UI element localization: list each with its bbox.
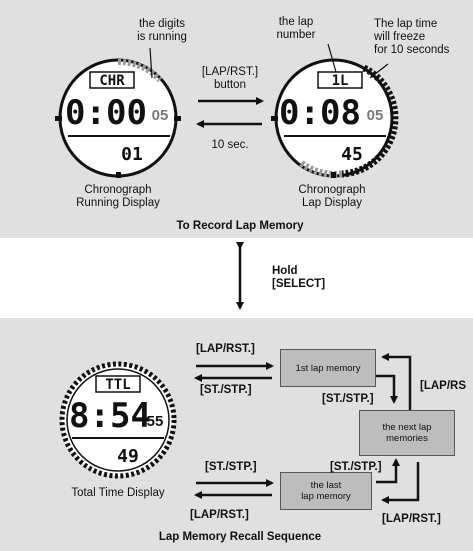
arrow-next-to-first (381, 353, 412, 420)
caption-running-display: Chronograph Running Display (76, 184, 160, 209)
note-lap-number: the lap number (276, 16, 316, 41)
label-lap-rst-right: [LAP/RS (420, 380, 466, 392)
section-title-record: To Record Lap Memory (176, 220, 304, 232)
arrow-first-to-next (376, 374, 398, 404)
watch-running-main: 0:00 (65, 93, 147, 133)
note-lap-freeze: The lap time will freeze for 10 seconds (374, 18, 450, 56)
box-first-lap-memory: 1st lap memory (280, 349, 376, 387)
watch-lap-mode: 1L (332, 73, 349, 89)
caption-lap-display: Chronograph Lap Display (298, 184, 366, 209)
watch-total-sub: 55 (147, 413, 164, 430)
leader-lap-number (327, 43, 337, 73)
arrow-next-to-last (381, 462, 420, 504)
watch-total-main: 8:54 (69, 396, 151, 436)
label-st-stp-top: [ST./STP.] (200, 384, 252, 396)
label-st-stp-bottom-left: [ST./STP.] (205, 461, 257, 473)
watch-lap-bottom: 45 (341, 144, 363, 165)
watch-lap: 1L 0:08 05 45 (271, 58, 399, 178)
button-label-lap-rst: [LAP/RST.] button (201, 66, 259, 91)
hold-select-label: Hold [SELECT] (272, 265, 326, 290)
box-next-lap-memories: the next lap memories (359, 410, 455, 456)
label-st-stp-first-next: [ST./STP.] (322, 393, 374, 405)
arrow-last-to-next (376, 458, 400, 484)
watch-running-mode: CHR (99, 73, 125, 89)
caption-total-time-display: Total Time Display (71, 487, 165, 499)
watch-lap-sub: 05 (367, 107, 384, 124)
leader-running (149, 47, 153, 79)
watch-total-bottom: 49 (117, 446, 139, 467)
watch-total: TTL 8:54 55 49 (59, 361, 177, 479)
label-st-stp-next-last: [ST./STP.] (330, 461, 382, 473)
watch-running-sub: 05 (152, 107, 169, 124)
leader-freeze (369, 63, 389, 79)
label-lap-rst-bottom-right: [LAP/RST.] (382, 513, 441, 525)
label-lap-rst-top: [LAP/RST.] (196, 343, 255, 355)
note-digits-running: the digits is running (137, 18, 187, 43)
watch-lap-main: 0:08 (279, 93, 361, 133)
watch-running: CHR 0:00 05 01 (55, 58, 181, 178)
watch-running-bottom: 01 (121, 144, 143, 165)
label-lap-rst-bottom-left: [LAP/RST.] (190, 509, 249, 521)
section-title-recall: Lap Memory Recall Sequence (158, 531, 322, 543)
watch-total-mode: TTL (105, 377, 130, 393)
box-last-lap-memory: the last lap memory (280, 472, 372, 510)
return-label-10-sec: 10 sec. (211, 139, 249, 151)
